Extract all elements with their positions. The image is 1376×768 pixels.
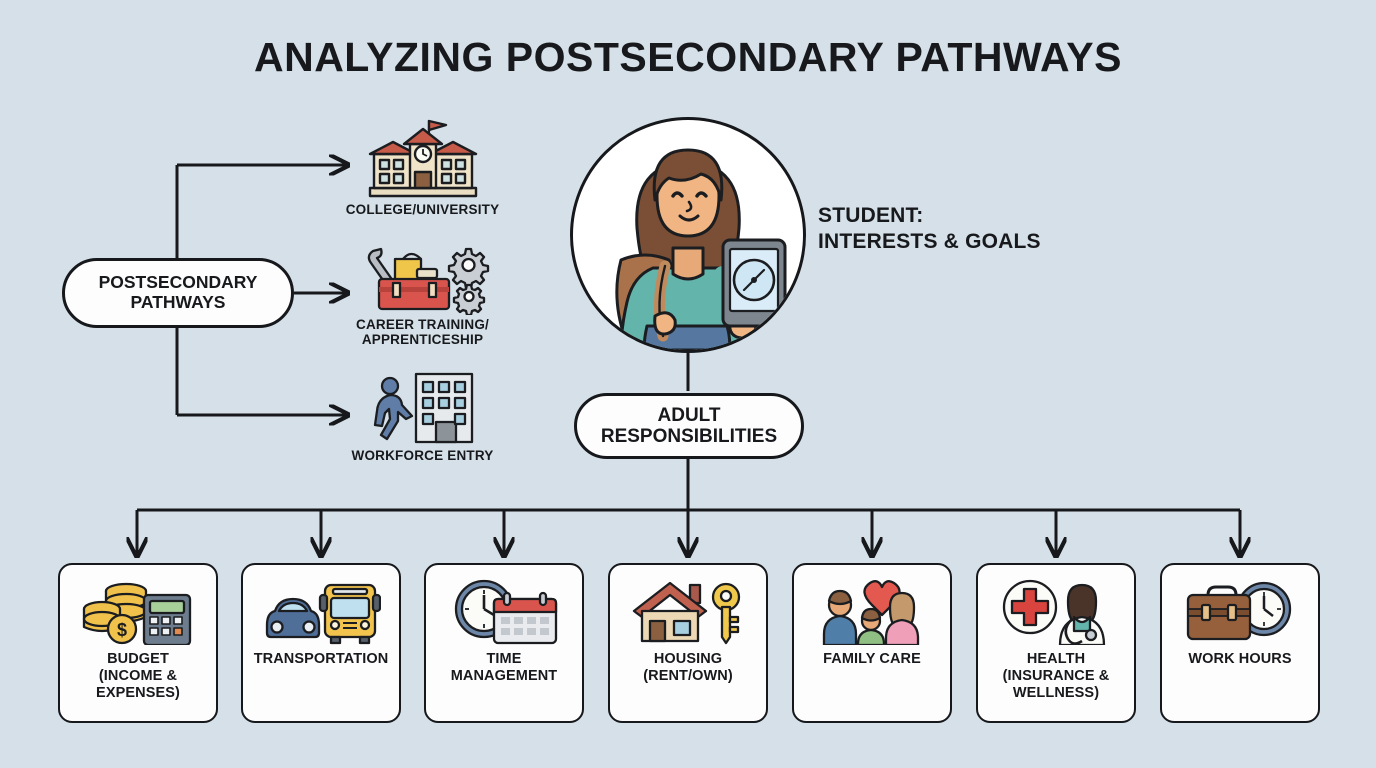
card-work-hours-label: WORK HOURS	[1184, 651, 1295, 668]
card-transportation-label-line1: TRANSPORTATION	[253, 651, 389, 667]
card-family-care[interactable]: FAMILY CARE	[792, 563, 952, 723]
node-postsecondary-pathways[interactable]: POSTSECONDARY PATHWAYS	[62, 258, 294, 328]
coins-calculator-icon: $	[82, 582, 192, 645]
card-time-management[interactable]: TIME MANAGEMENT	[424, 563, 584, 723]
pathway-career-label: CAREER TRAINING/ APPRENTICESHIP	[330, 317, 515, 348]
node-postsecondary-label: POSTSECONDARY PATHWAYS	[98, 272, 258, 312]
worker-office-building-icon	[373, 372, 473, 444]
card-transportation-label: TRANSPORTATION	[250, 651, 393, 668]
page-title: ANALYZING POSTSECONDARY PATHWAYS	[253, 34, 1122, 80]
house-key-icon	[632, 581, 741, 645]
card-housing-label: HOUSING (RENT/OWN)	[639, 651, 737, 685]
card-health-label-line1: HEALTH	[1026, 651, 1086, 667]
card-housing-label-line1: HOUSING	[653, 651, 723, 667]
card-family-care-label-line1: FAMILY CARE	[823, 651, 921, 667]
card-budget-label-line1: BUDGET	[107, 651, 169, 667]
family-heart-icon	[822, 580, 920, 645]
student-label-line1: STUDENT:	[818, 204, 924, 227]
svg-text:$: $	[117, 620, 127, 640]
node-adult-label: ADULT RESPONSIBILITIES	[600, 404, 778, 447]
card-budget-label: BUDGET (INCOME & EXPENSES)	[92, 651, 184, 701]
pathway-college-university[interactable]: COLLEGE/UNIVERSITY	[330, 118, 515, 217]
card-time-management-label-line2: MANAGEMENT	[450, 667, 558, 684]
card-health-label: HEALTH (INSURANCE & WELLNESS)	[999, 651, 1114, 701]
school-building-icon	[368, 119, 477, 198]
clock-calendar-icon	[454, 579, 558, 645]
card-family-care-label: FAMILY CARE	[819, 651, 925, 668]
toolbox-gears-icon	[367, 247, 490, 315]
card-health-label-line3: WELLNESS)	[1012, 684, 1100, 701]
card-health[interactable]: HEALTH (INSURANCE & WELLNESS)	[976, 563, 1136, 723]
pathway-career-label-line2: APPRENTICESHIP	[361, 332, 484, 348]
card-transportation[interactable]: TRANSPORTATION	[241, 563, 401, 723]
card-time-management-label-line1: TIME	[486, 651, 522, 667]
student-illustration	[570, 117, 806, 353]
pathway-career-training[interactable]: CAREER TRAINING/ APPRENTICESHIP	[330, 243, 515, 348]
card-budget[interactable]: $ BUDGET (INCOME & EXPENSES)	[58, 563, 218, 723]
medical-cross-doctor-icon	[1002, 579, 1106, 645]
pathway-workforce-label: WORKFORCE ENTRY	[351, 448, 494, 463]
student-with-tablet-illustration	[615, 148, 787, 350]
card-housing-label-line2: (RENT/OWN)	[643, 667, 733, 684]
student-label-line2: INTERESTS & GOALS	[818, 229, 1041, 253]
briefcase-clock-icon	[1186, 581, 1292, 641]
pathway-college-label: COLLEGE/UNIVERSITY	[345, 202, 500, 217]
card-work-hours-label-line1: WORK HOURS	[1188, 651, 1292, 667]
pathway-workforce-entry[interactable]: WORKFORCE ENTRY	[330, 370, 515, 463]
card-health-label-line2: (INSURANCE &	[1002, 667, 1110, 684]
card-budget-label-line3: EXPENSES)	[96, 684, 180, 701]
card-work-hours[interactable]: WORK HOURS	[1160, 563, 1320, 723]
card-time-management-label: TIME MANAGEMENT	[447, 651, 562, 685]
card-housing[interactable]: HOUSING (RENT/OWN)	[608, 563, 768, 723]
node-adult-responsibilities[interactable]: ADULT RESPONSIBILITIES	[574, 393, 804, 459]
pathway-career-label-line1: CAREER TRAINING/	[356, 317, 489, 332]
card-budget-label-line2: (INCOME &	[98, 667, 178, 684]
student-label: STUDENT: INTERESTS & GOALS	[818, 203, 1118, 254]
car-bus-icon	[265, 583, 381, 645]
